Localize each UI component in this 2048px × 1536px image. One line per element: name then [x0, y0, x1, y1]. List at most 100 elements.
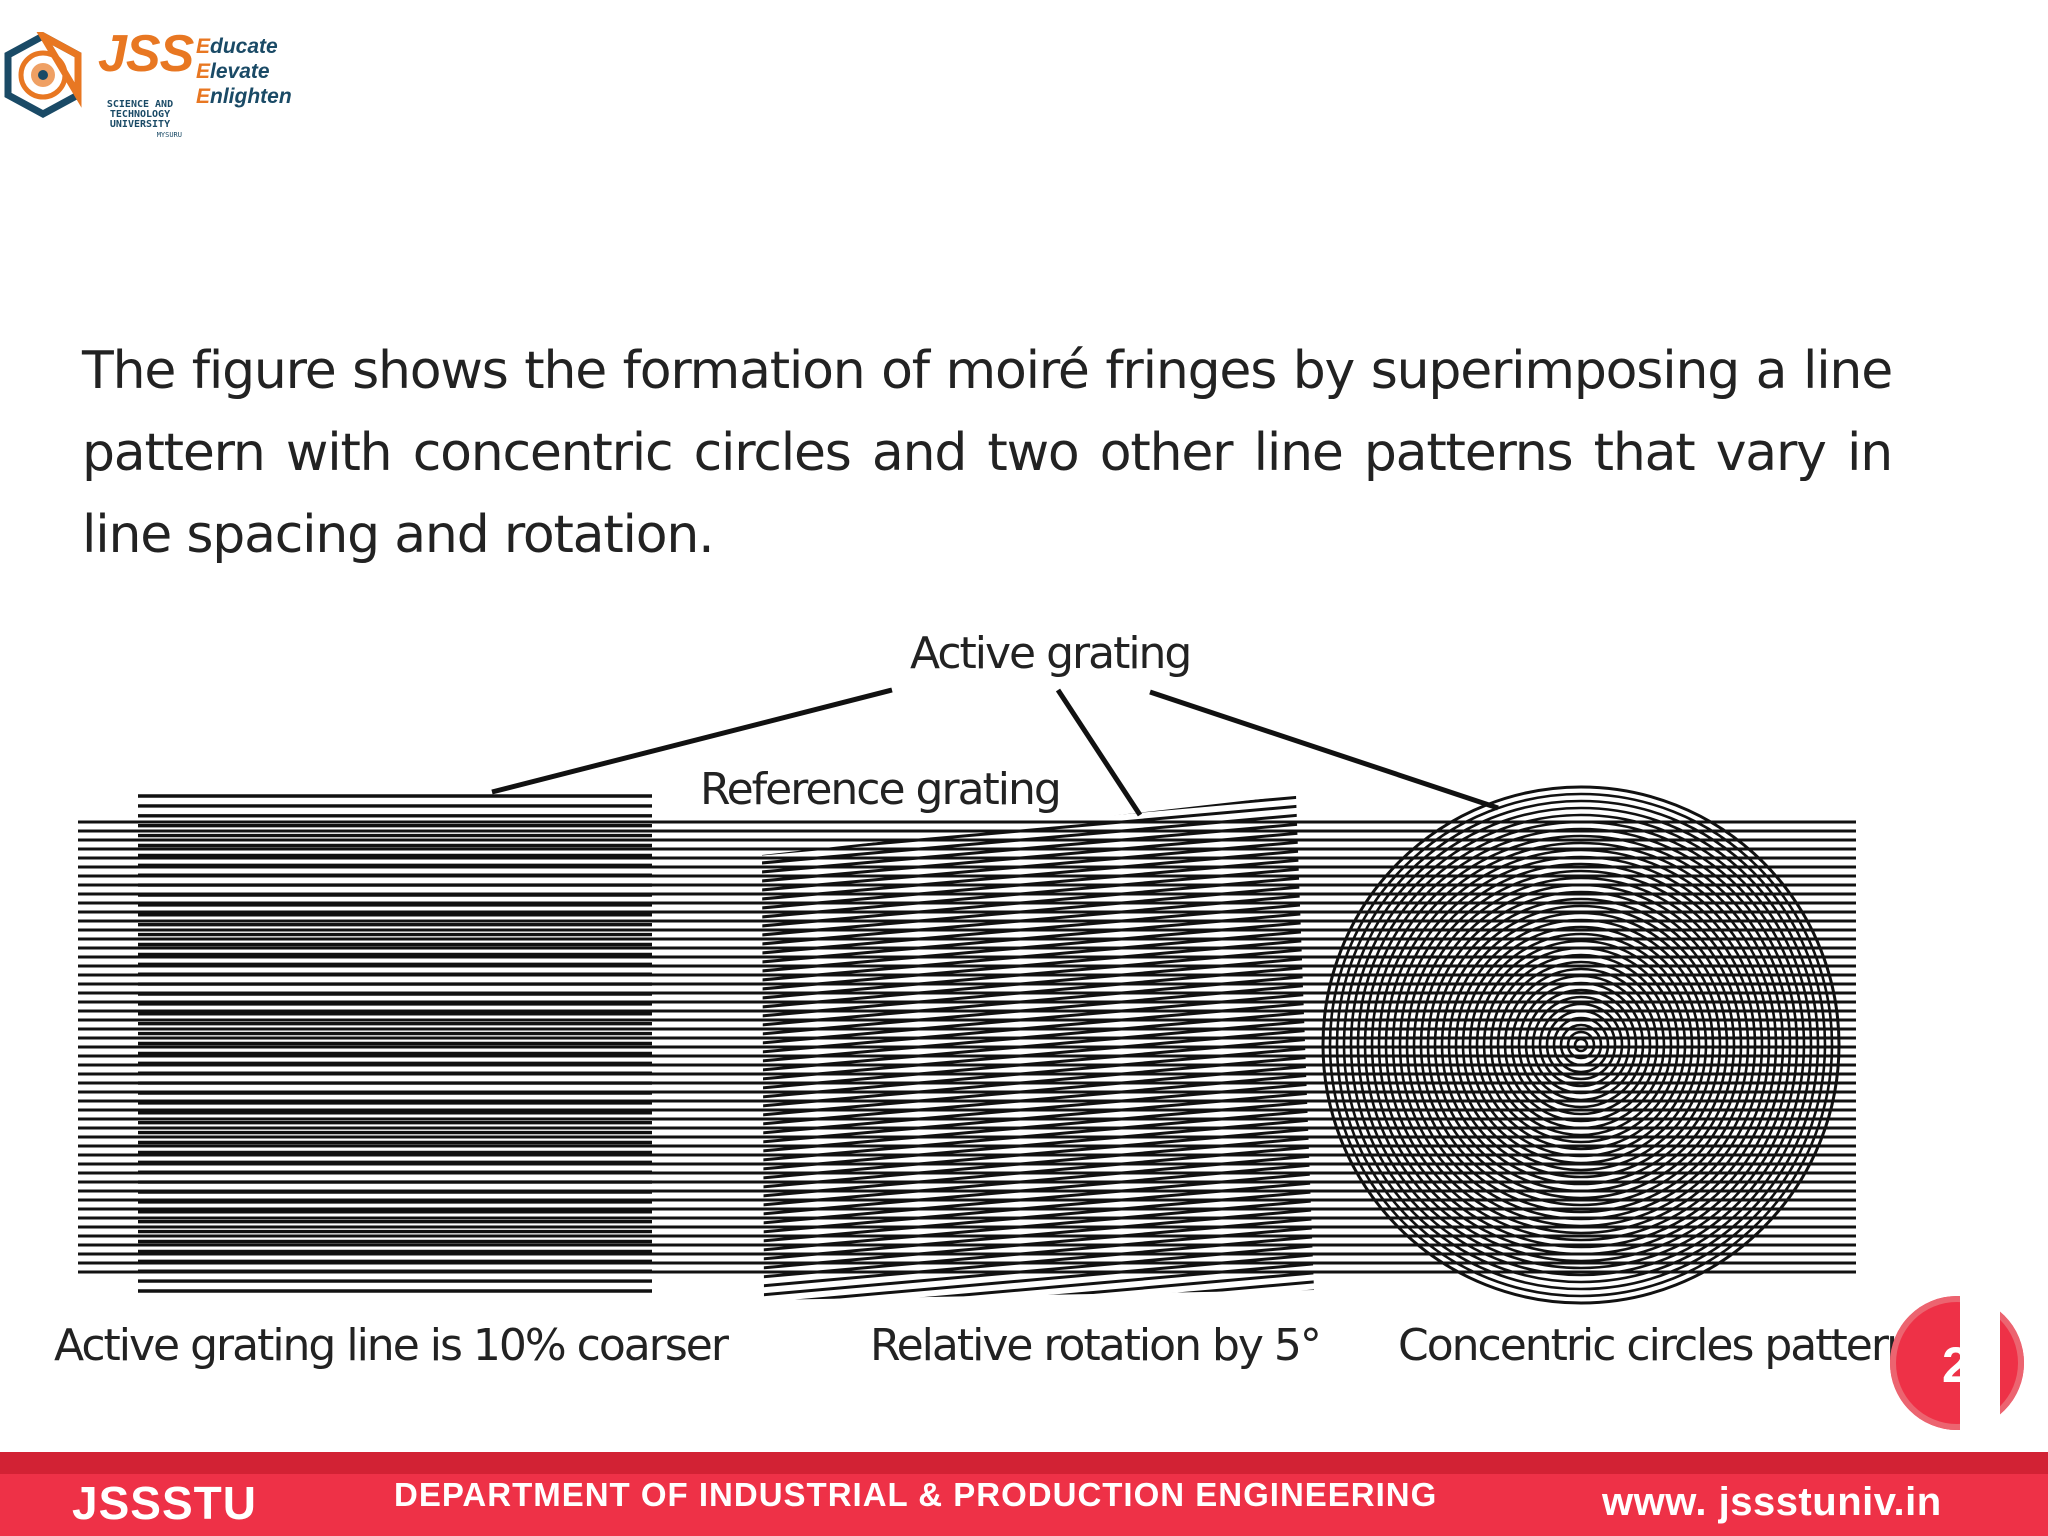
- rotated-grating-line: [762, 865, 1314, 921]
- footer-university-code: JSSSTU: [72, 1477, 257, 1529]
- rotated-grating-line: [762, 811, 1314, 867]
- rotated-grating-line: [762, 1279, 1314, 1300]
- rotated-grating-line: [762, 1207, 1314, 1263]
- rotated-grating-line: [762, 1045, 1314, 1101]
- concentric-ring: [1370, 834, 1792, 1256]
- rotated-grating-line: [762, 1135, 1314, 1191]
- rotated-grating-line: [762, 1117, 1314, 1173]
- rotated-grating-line: [762, 964, 1314, 1020]
- concentric-ring: [1384, 848, 1778, 1242]
- moire-fringes-figure: Active grating Reference grating Active …: [54, 628, 1914, 1371]
- rotated-grating-line: [762, 1036, 1314, 1092]
- university-logo: JSS SCIENCE AND TECHNOLOGY UNIVERSITY MY…: [0, 25, 320, 139]
- concentric-ring: [1342, 806, 1820, 1284]
- concentric-ring: [1328, 792, 1834, 1298]
- concentric-ring: [1335, 799, 1827, 1291]
- concentric-ring: [1363, 827, 1799, 1263]
- rotated-grating-line: [762, 1126, 1314, 1182]
- leader-lines: [491, 687, 1499, 817]
- logo-tagline: Educate Elevate Enlighten: [196, 35, 292, 108]
- concentric-ring: [1454, 918, 1708, 1172]
- concentric-ring: [1426, 890, 1736, 1200]
- rotated-grating-line: [762, 883, 1314, 939]
- rotated-grating-line: [762, 1144, 1314, 1200]
- logo-brand: JSS: [98, 25, 194, 83]
- concentric-ring: [1524, 988, 1638, 1102]
- rotated-grating-line: [762, 1252, 1314, 1300]
- concentric-ring: [1475, 939, 1687, 1151]
- rotated-grating-line: [762, 910, 1314, 966]
- rotated-grating-line: [762, 874, 1314, 930]
- caption-rotation: Relative rotation by 5°: [870, 1320, 1320, 1371]
- rotated-grating-line: [762, 1153, 1314, 1209]
- concentric-ring: [1419, 883, 1743, 1207]
- rotated-grating-line: [762, 991, 1314, 1047]
- rotated-grating-line: [762, 928, 1314, 984]
- concentric-ring: [1461, 925, 1701, 1165]
- concentric-ring: [1559, 1023, 1603, 1067]
- concentric-ring: [1573, 1037, 1589, 1053]
- rotated-grating-line: [762, 1072, 1314, 1128]
- rotated-grating-line: [762, 955, 1314, 1011]
- logo-subtitle: SCIENCE AND TECHNOLOGY UNIVERSITY MYSURU: [106, 99, 182, 140]
- rotated-grating-line: [762, 982, 1314, 1038]
- concentric-ring: [1391, 855, 1771, 1235]
- concentric-ring: [1566, 1030, 1596, 1060]
- concentric-ring: [1510, 974, 1652, 1116]
- concentric-ring: [1398, 862, 1764, 1228]
- rotated-grating-line: [762, 1216, 1314, 1272]
- footer-website-link[interactable]: www. jssstuniv.in: [1602, 1480, 1942, 1524]
- rotated-grating-line: [762, 1099, 1314, 1155]
- rotated-grating-line: [762, 901, 1314, 957]
- concentric-ring: [1552, 1016, 1610, 1074]
- rotated-grating-line: [762, 1234, 1314, 1290]
- rotated-grating-line: [762, 820, 1314, 876]
- rotated-grating-line: [762, 1090, 1314, 1146]
- concentric-ring: [1356, 820, 1806, 1270]
- rotated-grating-line: [762, 937, 1314, 993]
- rotated-grating-line: [762, 1009, 1314, 1065]
- rotated-grating-line: [762, 946, 1314, 1002]
- rotated-grating-line: [762, 1018, 1314, 1074]
- caption-coarser: Active grating line is 10% coarser: [54, 1320, 730, 1371]
- rotated-grating-line: [762, 1162, 1314, 1218]
- concentric-ring: [1377, 841, 1785, 1249]
- concentric-ring: [1440, 904, 1722, 1186]
- rotated-grating-line: [762, 829, 1314, 885]
- concentric-ring: [1517, 981, 1645, 1109]
- rotated-grating-line: [762, 856, 1314, 912]
- rotated-grating-line: [762, 1063, 1314, 1119]
- concentric-ring: [1447, 911, 1715, 1179]
- rotated-grating-line: [762, 1189, 1314, 1245]
- rotated-grating-line: [762, 1261, 1314, 1300]
- concentric-ring: [1412, 876, 1750, 1214]
- university-emblem-icon: [4, 32, 82, 118]
- rotated-grating-line: [762, 1081, 1314, 1137]
- concentric-ring: [1531, 995, 1631, 1095]
- rotated-grating-line: [762, 1243, 1314, 1299]
- concentric-ring: [1545, 1009, 1617, 1081]
- label-active-grating: Active grating: [910, 628, 1190, 679]
- rotated-grating-line: [762, 838, 1314, 894]
- rotated-grating-line: [762, 1027, 1314, 1083]
- concentric-circles-pattern: [1326, 790, 1836, 1300]
- active-grating-coarse-lines: [138, 794, 652, 1293]
- concentric-outer-ring: [1321, 785, 1841, 1305]
- rotated-grating-line: [762, 892, 1314, 948]
- rotated-grating-line: [762, 1225, 1314, 1281]
- concentric-ring: [1503, 967, 1659, 1123]
- concentric-ring: [1489, 953, 1673, 1137]
- concentric-ring: [1405, 869, 1757, 1221]
- rotated-grating-line: [762, 919, 1314, 975]
- content-edge: [1960, 1290, 2000, 1450]
- rotated-grating-line: [762, 802, 1314, 858]
- page-number-badge: [1890, 1296, 2024, 1430]
- caption-concentric: Concentric circles pattern: [1398, 1320, 1912, 1371]
- concentric-ring: [1349, 813, 1813, 1277]
- rotated-grating-line: [762, 1198, 1314, 1254]
- rotated-grating-line: [762, 847, 1314, 903]
- footer-department: DEPARTMENT OF INDUSTRIAL & PRODUCTION EN…: [394, 1476, 1438, 1513]
- slide-content: The figure shows the formation of moiré …: [36, 300, 1960, 1470]
- rotated-grating-line: [762, 1171, 1314, 1227]
- rotated-grating-line: [762, 1108, 1314, 1164]
